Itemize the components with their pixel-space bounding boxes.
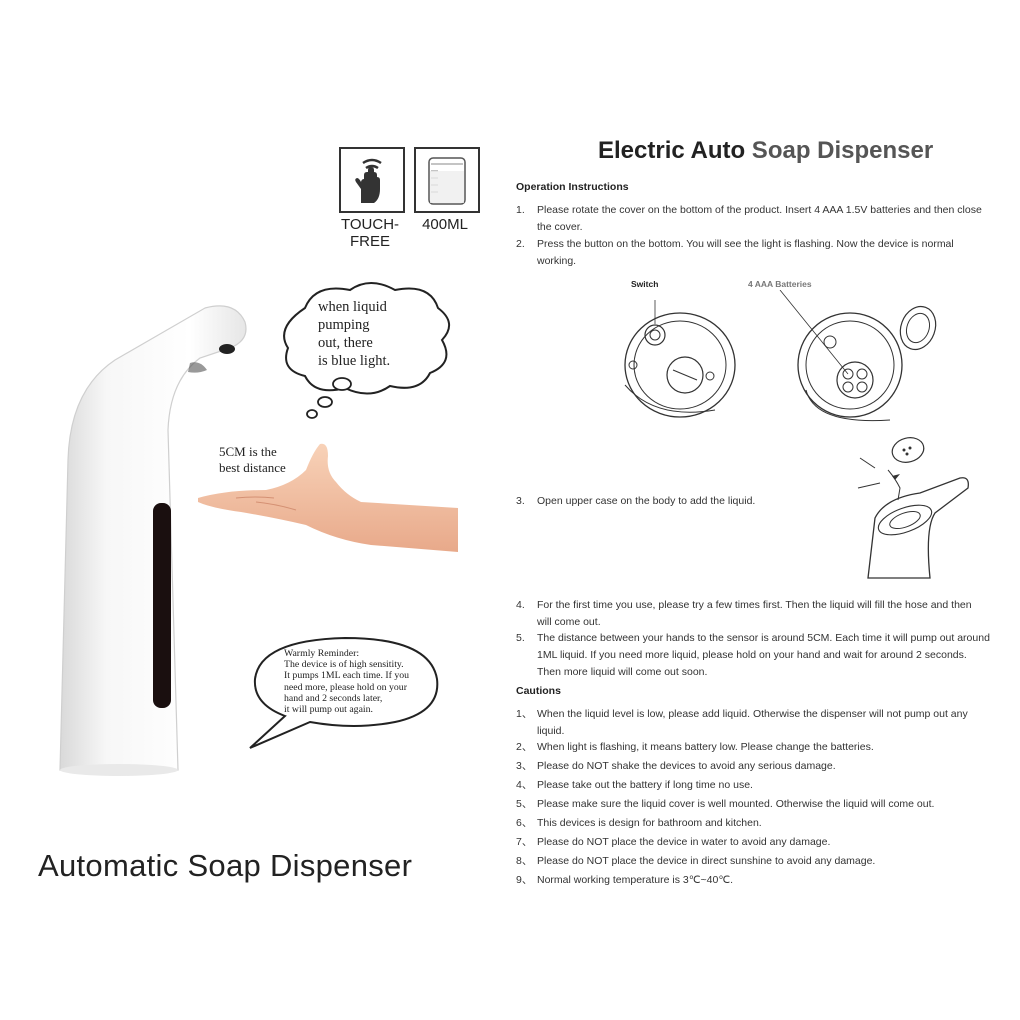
batteries-diagram — [779, 290, 937, 422]
document-title: Electric Auto Soap Dispenser — [598, 137, 934, 164]
hand-image — [198, 443, 458, 552]
switch-diagram — [624, 300, 736, 418]
reminder-text: Warmly Reminder: The device is of high s… — [284, 648, 410, 716]
measuring-cup-icon — [414, 147, 480, 213]
cautions-heading: Cautions — [516, 685, 561, 697]
hand-sensor-icon — [339, 147, 405, 213]
cloud-text: when liquid pumping out, there is blue l… — [318, 299, 391, 369]
capacity-label: 400ML — [422, 216, 468, 233]
refill-diagram — [857, 437, 969, 579]
soap-dispenser-image — [59, 305, 247, 776]
thought-cloud — [283, 282, 450, 419]
reminder-speech-bubble — [249, 636, 439, 749]
batteries-label: 4 AAA Batteries — [748, 279, 812, 289]
operation-heading: Operation Instructions — [516, 181, 629, 193]
distance-text: 5CM is the best distance — [219, 444, 286, 475]
touch-free-label: TOUCH- FREE — [340, 216, 400, 250]
product-title: Automatic Soap Dispenser — [38, 848, 413, 883]
switch-label: Switch — [631, 279, 659, 289]
